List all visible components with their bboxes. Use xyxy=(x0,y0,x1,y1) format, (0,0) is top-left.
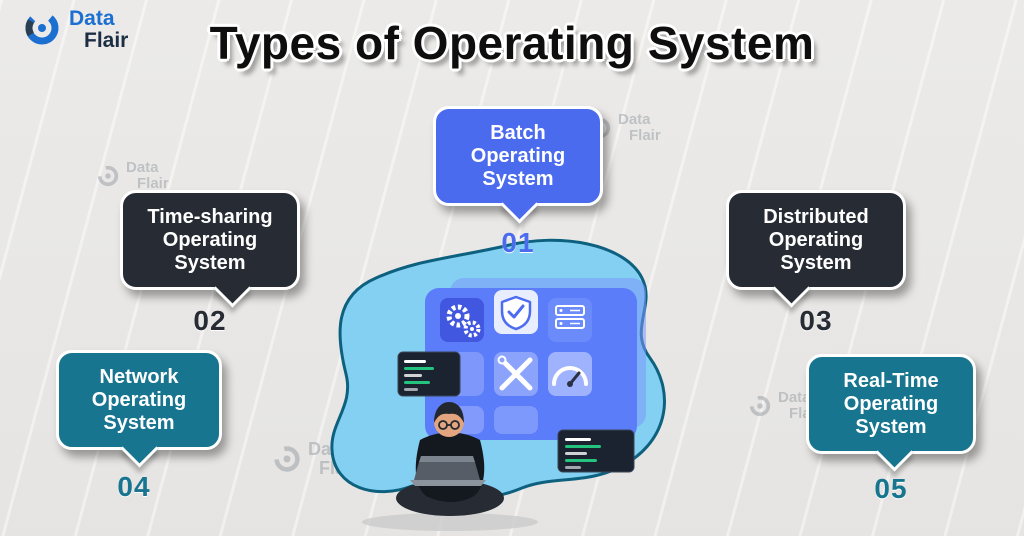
badge-04: 04 xyxy=(117,471,151,502)
bubble-tail xyxy=(120,429,159,468)
badge-05: 05 xyxy=(874,473,908,504)
bubble-label: Network Operating System xyxy=(91,366,187,434)
watermark-swirl-icon xyxy=(274,446,300,472)
center-illustration xyxy=(330,238,666,531)
gears-icon xyxy=(440,298,484,342)
bubble-batch-os: Batch Operating System xyxy=(433,106,603,224)
bubble-distributed-os: Distributed Operating System xyxy=(726,190,906,308)
watermark-swirl-icon xyxy=(749,395,771,416)
dataflair-logo: Data Flair xyxy=(22,7,129,53)
bubble-label: Time-sharing Operating System xyxy=(147,206,273,274)
bubble-real-time-os: Real-Time Operating System xyxy=(806,354,976,472)
page-title: Types of Operating System xyxy=(209,17,815,69)
server-icon xyxy=(548,298,592,342)
bubble-label: Batch Operating System xyxy=(470,122,566,190)
watermark: Data Flair xyxy=(96,160,169,192)
bubble-label: Real-Time Operating System xyxy=(843,370,939,438)
gauge-icon xyxy=(548,352,592,396)
shield-check-icon xyxy=(494,290,538,334)
watermark-word-flair: Flair xyxy=(629,126,661,144)
logo-word-data: Data xyxy=(69,7,115,30)
badge-02: 02 xyxy=(193,305,227,336)
watermark-word-data: Data xyxy=(778,389,811,406)
badge-01: 01 xyxy=(501,227,535,258)
code-window xyxy=(397,351,461,397)
person-with-laptop xyxy=(362,402,538,531)
watermark: Data Flair xyxy=(588,112,661,144)
bubble-tail xyxy=(500,185,539,224)
bubble-network-os: Network Operating System xyxy=(56,350,222,468)
code-window xyxy=(557,429,635,473)
watermark-word-data: Data xyxy=(126,159,159,176)
bubble-time-sharing-os: Time-sharing Operating System xyxy=(120,190,300,308)
bubble-tail xyxy=(772,269,811,308)
badge-03: 03 xyxy=(799,305,833,336)
bubble-label: Distributed Operating System xyxy=(763,206,869,274)
bubble-tail xyxy=(875,433,914,472)
bubble-tail xyxy=(213,269,252,308)
logo-word-flair: Flair xyxy=(84,29,129,53)
watermark-swirl-icon xyxy=(97,165,119,186)
tools-icon xyxy=(494,352,538,396)
watermark-word-data: Data xyxy=(618,111,651,128)
dataflair-swirl-icon xyxy=(25,11,59,45)
watermark-word-flair: Flair xyxy=(137,174,169,192)
app-tile xyxy=(494,406,538,434)
